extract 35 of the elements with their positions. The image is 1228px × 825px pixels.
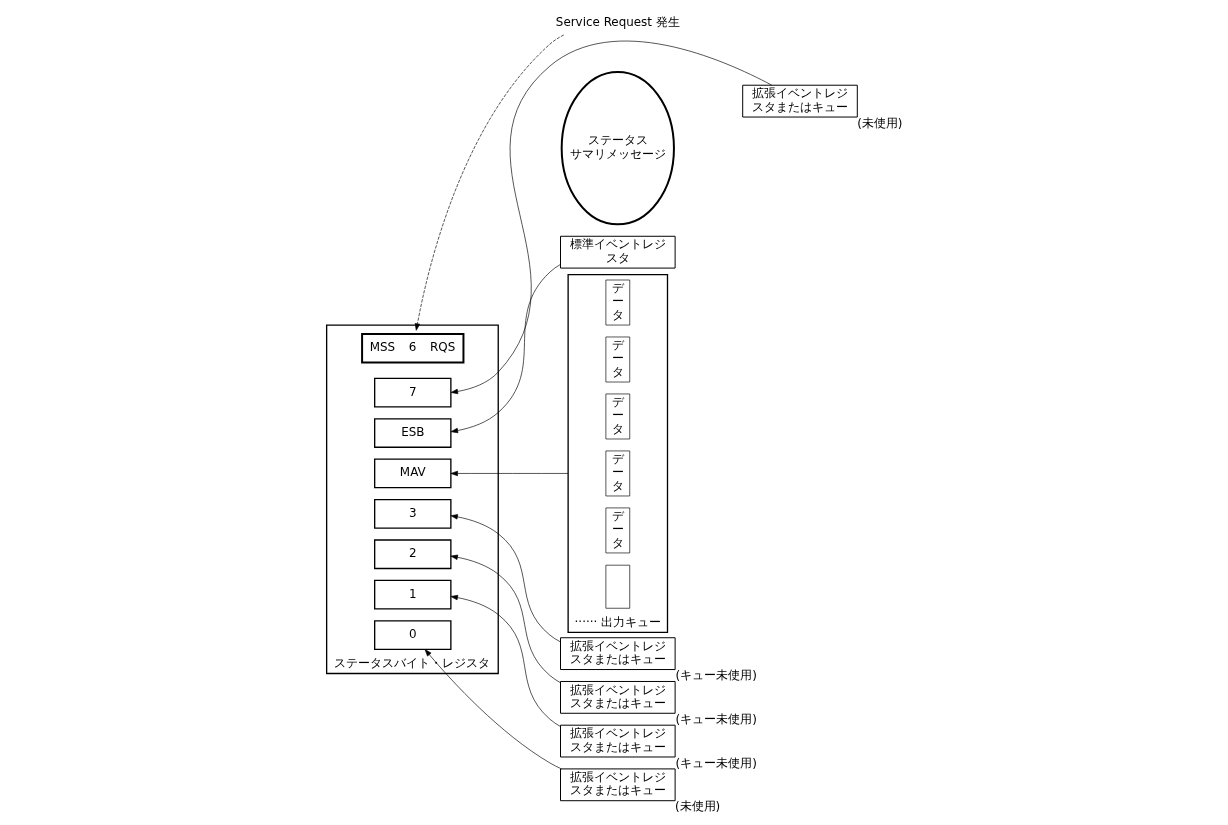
node-box: 7 [373, 377, 452, 408]
node-text: Service Request 発生 [555, 14, 680, 29]
node-label: (未使用) [674, 799, 720, 814]
node-box: データ [605, 336, 630, 383]
node-box: 3 [373, 498, 452, 529]
node-box: 1 [373, 579, 452, 610]
node-box: 2 [373, 539, 452, 570]
node-box: 0 [373, 620, 452, 650]
arrow [450, 594, 561, 727]
arrow [450, 514, 561, 643]
arrow [424, 649, 562, 770]
arrow [450, 470, 568, 477]
node-box: データ [605, 507, 630, 554]
arrow [450, 264, 561, 434]
node-box: データ [605, 279, 630, 326]
node-label: (キュー未使用) [675, 668, 757, 683]
node-box: MSS 6 RQS [360, 333, 464, 364]
node-label: (未使用) [856, 115, 902, 130]
node-box: 拡張イベントレジスタまたはキュー [559, 768, 676, 802]
node-box: 拡張イベントレジスタまたはキュー [559, 724, 676, 758]
node-label: (キュー未使用) [675, 755, 757, 770]
node-box: 標準イベントレジスタ [559, 235, 676, 269]
arrow [450, 40, 772, 395]
node-box: ESB [373, 418, 452, 448]
node-box [605, 564, 630, 609]
arrow [414, 34, 564, 331]
arrow [450, 554, 561, 683]
node-box: 拡張イベントレジスタまたはキュー [559, 637, 676, 671]
node-box: データ [605, 450, 630, 497]
node-box: データ [605, 393, 630, 440]
node-label: (キュー未使用) [675, 711, 757, 726]
node-box: 拡張イベントレジスタまたはキュー [559, 680, 676, 714]
node-ellipse: ステータスサマリメッセージ [560, 71, 675, 226]
node-box: MAV [373, 458, 452, 489]
node-box: 拡張イベントレジスタまたはキュー [741, 84, 858, 118]
